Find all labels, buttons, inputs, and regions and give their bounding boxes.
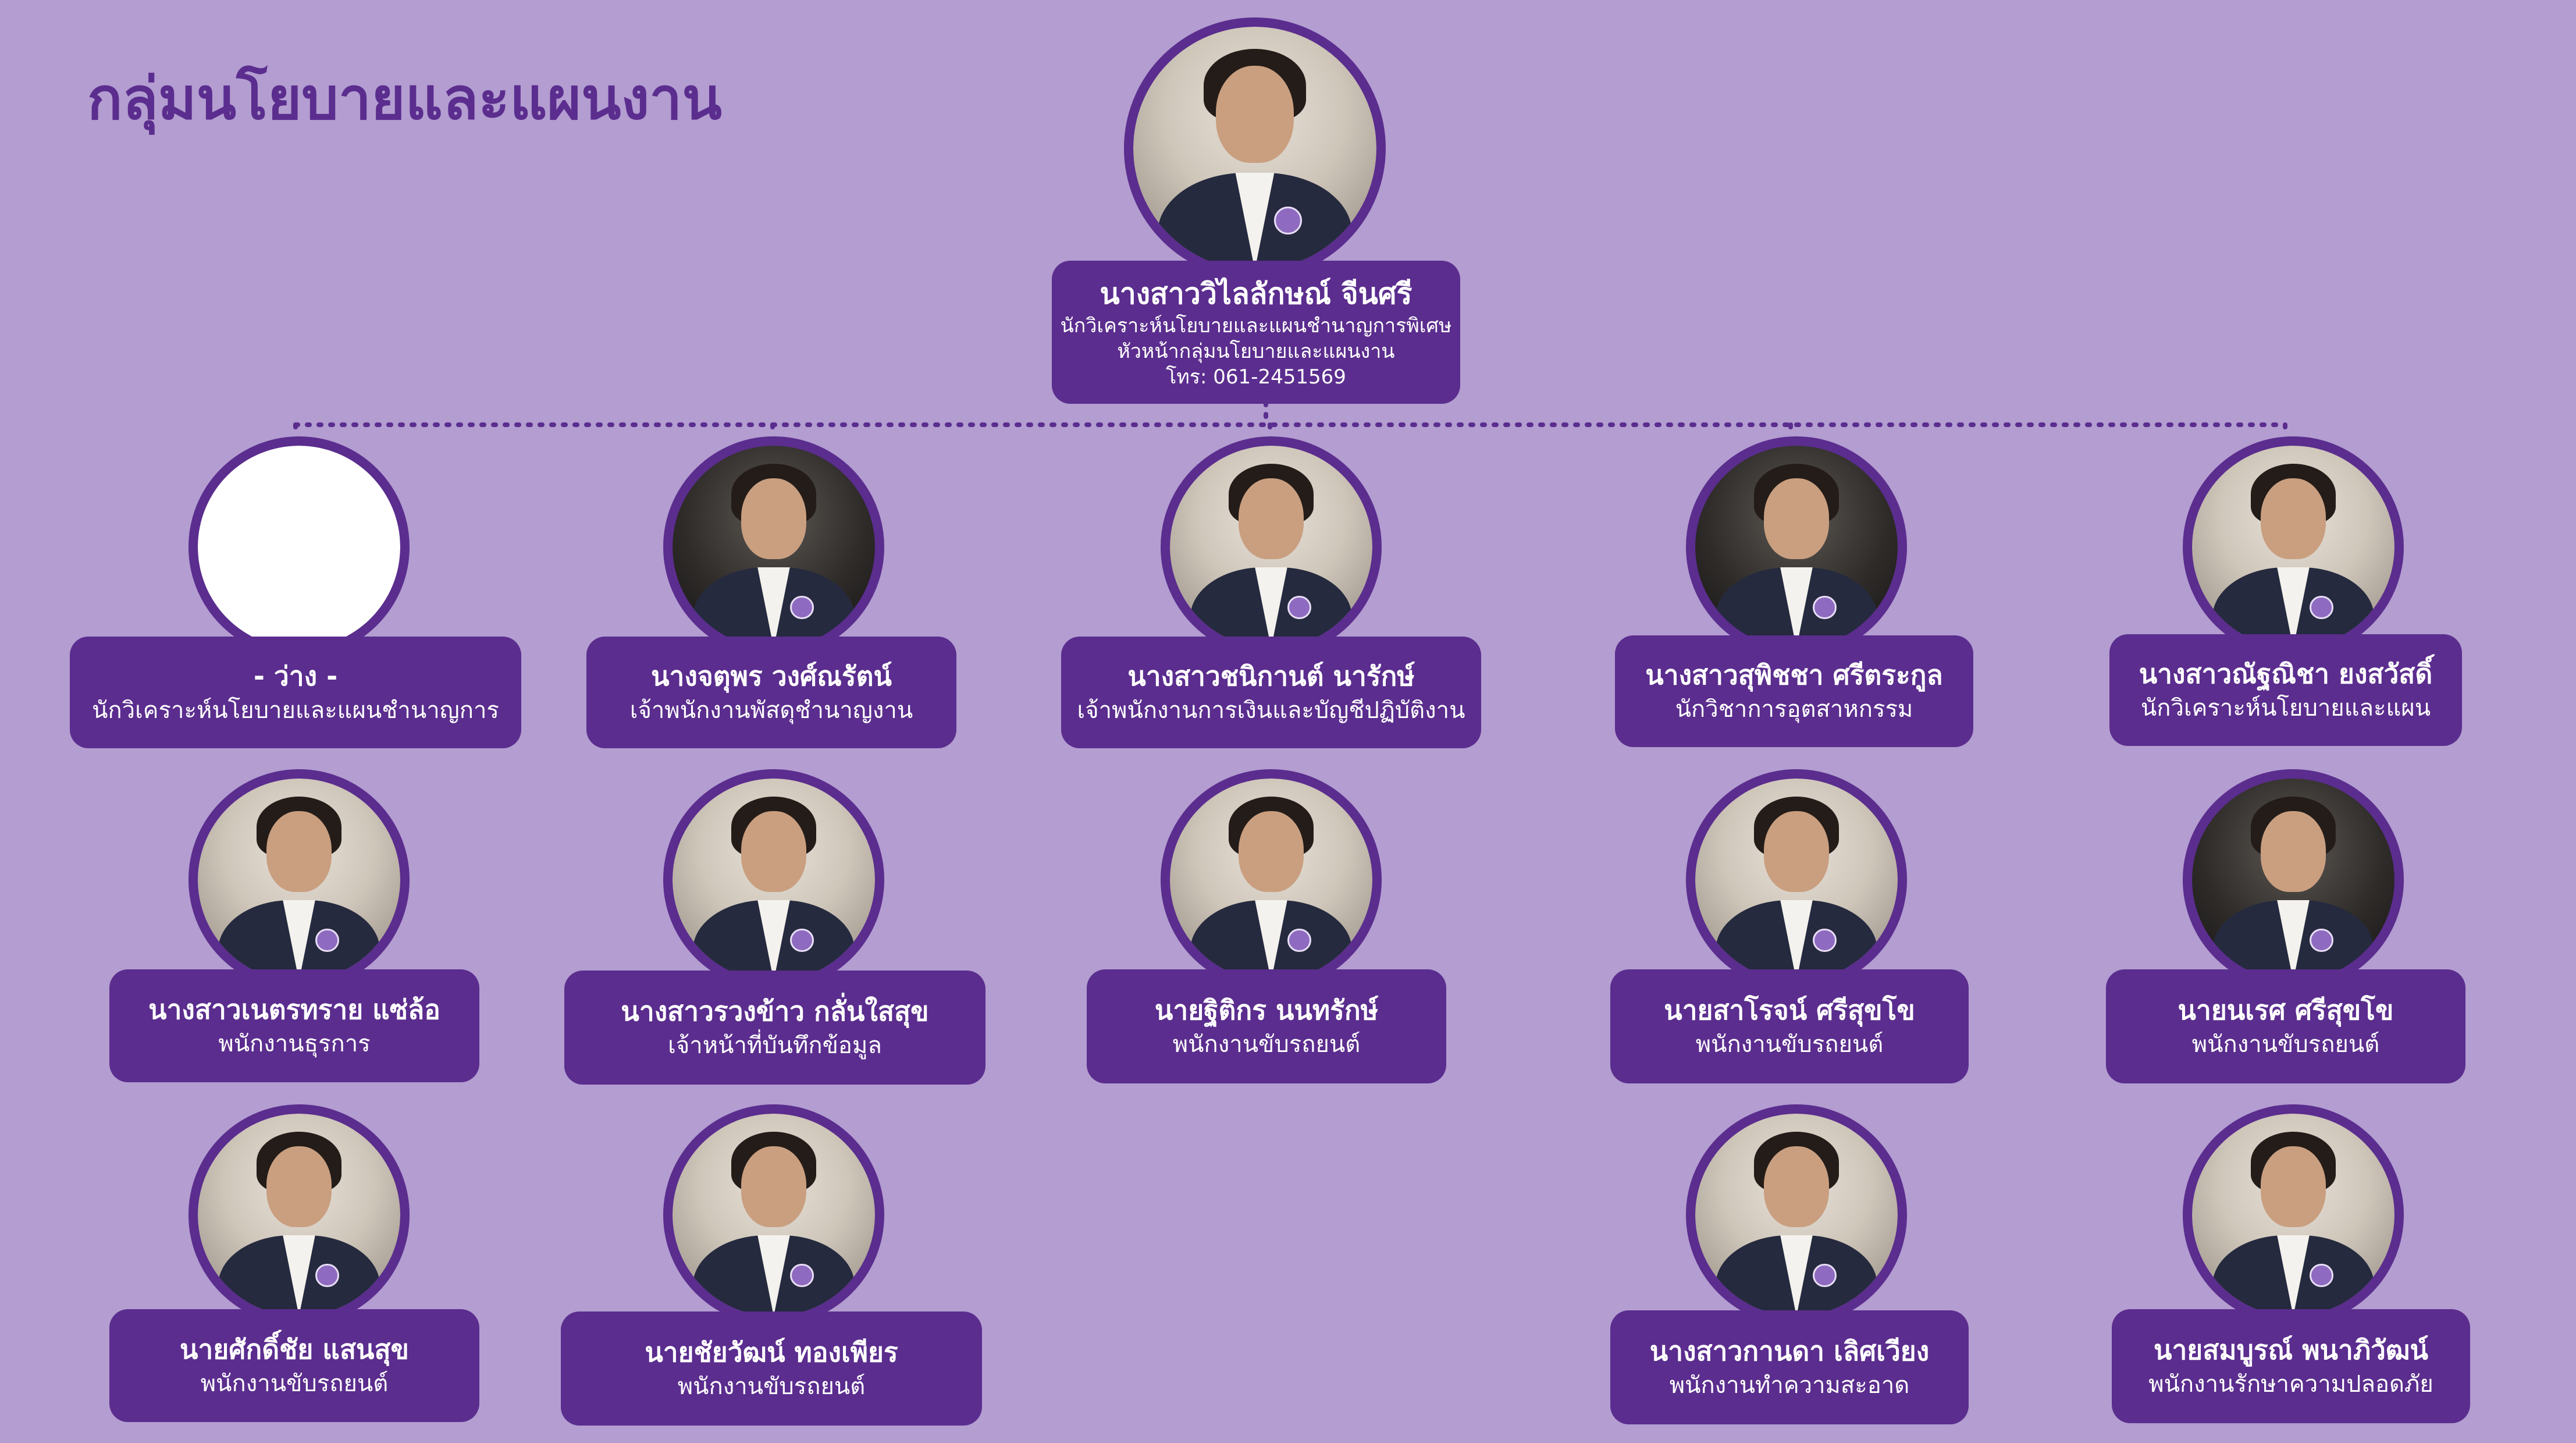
person-name: นางสาวเนตรทราย แซ่ล้อ: [148, 994, 440, 1025]
portrait-photo: [673, 779, 875, 981]
name-card-r2c3: นายฐิติกร นนทรักษ์ พนักงานขับรถยนต์: [1087, 969, 1446, 1083]
person-role: พนักงานขับรถยนต์: [2191, 1031, 2380, 1058]
person-role: เจ้าพนักงานพัสดุชำนาญงาน: [629, 697, 913, 724]
name-card-r2c2: นางสาวรวงข้าว กลั่นใสสุข เจ้าหน้าที่บันท…: [564, 971, 985, 1085]
name-card-r1c1: - ว่าง - นักวิเคราะห์นโยบายและแผนชำนาญกา…: [70, 637, 521, 748]
avatar-r2c1: [188, 769, 410, 990]
portrait-photo: [198, 1114, 400, 1316]
person-role: พนักงานขับรถยนต์: [200, 1370, 389, 1397]
portrait-photo: [1695, 446, 1898, 648]
person-role: พนักงานทำความสะอาด: [1669, 1372, 1910, 1399]
person-name: นางสาววิไลลักษณ์ จีนศรี: [1100, 277, 1412, 311]
name-card-head: นางสาววิไลลักษณ์ จีนศรี นักวิเคราะห์นโยบ…: [1052, 261, 1460, 404]
person-name: นายฐิติกร นนทรักษ์: [1154, 994, 1379, 1026]
person-phone: โทร: 061-2451569: [1166, 365, 1346, 389]
avatar-r1c2: [663, 436, 884, 657]
avatar-r3c1: [188, 1104, 410, 1325]
portrait-photo: [1170, 446, 1372, 648]
avatar-head: [1124, 17, 1386, 279]
person-name: นายชัยวัฒน์ ทองเพียร: [645, 1337, 898, 1368]
name-card-r3c5: นายสมบูรณ์ พนาภิวัฒน์ พนักงานรักษาความปล…: [2112, 1309, 2470, 1423]
person-role: พนักงานขับรถยนต์: [1695, 1031, 1884, 1058]
portrait-photo: [673, 446, 875, 648]
name-card-r2c1: นางสาวเนตรทราย แซ่ล้อ พนักงานธุรการ: [109, 969, 479, 1082]
avatar-r1c1: [188, 436, 410, 657]
avatar-r3c2: [663, 1104, 884, 1325]
portrait-photo: [198, 779, 400, 981]
person-role: เจ้าหน้าที่บันทึกข้อมูล: [668, 1032, 882, 1059]
person-role: พนักงานธุรการ: [218, 1030, 371, 1057]
page-title: กลุ่มนโยบายและแผนงาน: [87, 65, 722, 133]
person-role: พนักงานขับรถยนต์: [1172, 1031, 1361, 1058]
person-role: พนักงานขับรถยนต์: [677, 1373, 866, 1400]
name-card-r3c1: นายศักดิ์ชัย แสนสุข พนักงานขับรถยนต์: [109, 1309, 479, 1422]
person-name: นางสาวรวงข้าว กลั่นใสสุข: [621, 996, 929, 1027]
portrait-photo: [1170, 779, 1372, 981]
person-name: นางสาวชนิกานต์ นารักษ์: [1127, 660, 1415, 692]
person-name: นางสาวณัฐณิชา ยงสวัสดิ์: [2139, 658, 2433, 689]
person-position: หัวหน้ากลุ่มนโยบายและแผนงาน: [1117, 340, 1395, 363]
empty-placeholder: [198, 446, 400, 648]
name-card-r1c2: นางจตุพร วงศ์ณรัตน์ เจ้าพนักงานพัสดุชำนา…: [586, 637, 956, 748]
avatar-r1c3: [1161, 436, 1382, 657]
avatar-r2c5: [2183, 769, 2404, 990]
portrait-photo: [2192, 779, 2394, 981]
person-name: นายศักดิ์ชัย แสนสุข: [179, 1334, 410, 1365]
avatar-r2c2: [663, 769, 884, 990]
person-name: นางจตุพร วงศ์ณรัตน์: [651, 660, 892, 692]
name-card-r2c5: นายนเรศ ศรีสุขโข พนักงานขับรถยนต์: [2106, 969, 2465, 1083]
name-card-r3c2: นายชัยวัฒน์ ทองเพียร พนักงานขับรถยนต์: [561, 1312, 982, 1426]
portrait-photo: [1695, 779, 1898, 981]
person-role: เจ้าพนักงานการเงินและบัญชีปฏิบัติงาน: [1077, 697, 1465, 724]
person-role: นักวิเคราะห์นโยบายและแผนชำนาญการพิเศษ: [1060, 314, 1452, 337]
avatar-r3c4: [1686, 1104, 1907, 1325]
person-role: นักวิชาการอุตสาหกรรม: [1675, 696, 1913, 723]
portrait-photo: [1695, 1114, 1898, 1316]
name-card-r1c4: นางสาวสุพิชชา ศรีตระกูล นักวิชาการอุตสาห…: [1615, 635, 1973, 747]
avatar-r1c4: [1686, 436, 1907, 657]
person-role: พนักงานรักษาความปลอดภัย: [2148, 1371, 2433, 1398]
name-card-r1c5: นางสาวณัฐณิชา ยงสวัสดิ์ นักวิเคราะห์นโยบ…: [2109, 634, 2462, 746]
name-card-r2c4: นายสาโรจน์ ศรีสุขโข พนักงานขับรถยนต์: [1610, 969, 1969, 1083]
person-name: นายสมบูรณ์ พนาภิวัฒน์: [2154, 1334, 2428, 1366]
portrait-photo: [2192, 1114, 2394, 1316]
person-name: - ว่าง -: [253, 660, 338, 692]
name-card-r3c4: นางสาวกานดา เลิศเวียง พนักงานทำความสะอาด: [1610, 1310, 1969, 1424]
person-name: นางสาวสุพิชชา ศรีตระกูล: [1645, 659, 1943, 691]
avatar-r2c3: [1161, 769, 1382, 990]
person-role: นักวิเคราะห์นโยบายและแผน: [2140, 695, 2431, 722]
avatar-r2c4: [1686, 769, 1907, 990]
portrait-photo: [1133, 27, 1376, 270]
person-name: นางสาวกานดา เลิศเวียง: [1649, 1335, 1930, 1367]
person-name: นายสาโรจน์ ศรีสุขโข: [1664, 994, 1915, 1026]
portrait-photo: [673, 1114, 875, 1316]
portrait-photo: [2192, 446, 2394, 648]
person-role: นักวิเคราะห์นโยบายและแผนชำนาญการ: [92, 697, 499, 724]
name-card-r1c3: นางสาวชนิกานต์ นารักษ์ เจ้าพนักงานการเงิ…: [1061, 637, 1481, 748]
avatar-r3c5: [2183, 1104, 2404, 1325]
avatar-r1c5: [2183, 436, 2404, 657]
person-name: นายนเรศ ศรีสุขโข: [2177, 994, 2394, 1026]
